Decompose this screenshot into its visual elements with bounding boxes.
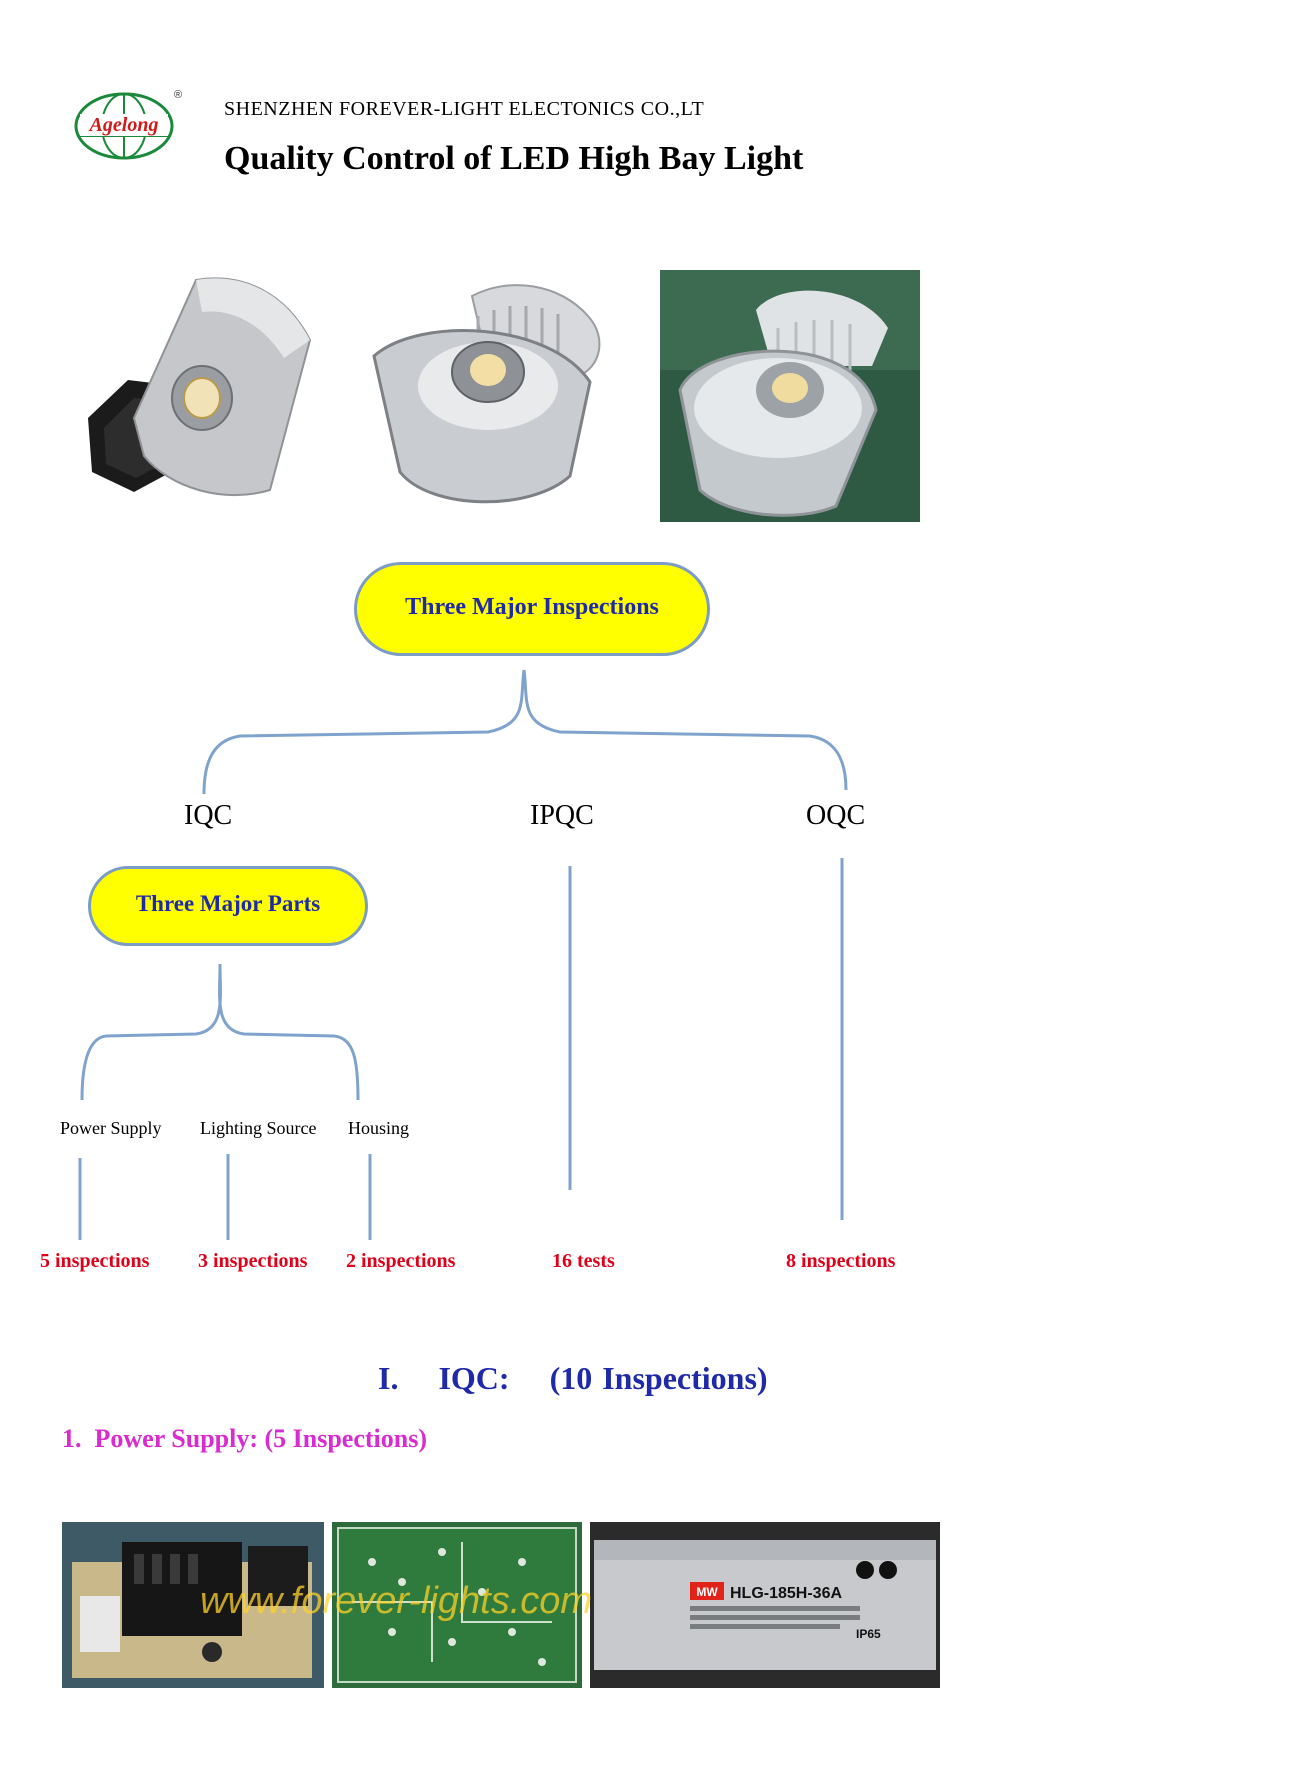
three-major-parts-label: Three Major Parts xyxy=(135,891,321,916)
company-name: SHENZHEN FOREVER-LIGHT ELECTONICS CO.,LT xyxy=(224,98,705,120)
high-bay-light-silver-heatsink-photo xyxy=(360,276,622,520)
meanwell-driver-label-photo: MW HLG-185H-36A IP65 xyxy=(590,1522,940,1688)
lighting-source-count: 3 inspections xyxy=(198,1250,308,1272)
company-logo: Agelong ® xyxy=(72,88,182,160)
iqc-section-heading: I. IQC: (10 Inspections) xyxy=(378,1360,768,1396)
housing-label: Housing xyxy=(348,1118,410,1138)
oqc-count: 8 inspections xyxy=(786,1250,896,1272)
power-supply-count: 5 inspections xyxy=(40,1250,150,1272)
svg-text:MW: MW xyxy=(696,1585,718,1599)
power-supply-subheading: 1. Power Supply: (5 Inspections) xyxy=(62,1424,428,1453)
three-major-parts-node: Three Major Parts xyxy=(88,866,368,946)
svg-text:®: ® xyxy=(174,89,182,101)
svg-text:HLG-185H-36A: HLG-185H-36A xyxy=(730,1585,842,1602)
svg-text:IP65: IP65 xyxy=(856,1627,881,1641)
housing-count: 2 inspections xyxy=(346,1250,456,1272)
lighting-source-label: Lighting Source xyxy=(200,1118,317,1138)
website-watermark: www.forever-lights.com xyxy=(200,1580,593,1622)
document-title: Quality Control of LED High Bay Light xyxy=(224,140,804,177)
power-supply-label: Power Supply xyxy=(60,1118,162,1138)
power-supply-circuit-board-photo xyxy=(332,1522,582,1688)
three-major-inspections-label: Three Major Inspections xyxy=(405,594,659,620)
iqc-label: IQC xyxy=(184,800,233,831)
ipqc-label: IPQC xyxy=(530,800,594,831)
high-bay-light-green-background-photo xyxy=(660,270,920,522)
three-major-inspections-node: Three Major Inspections xyxy=(354,562,710,656)
power-supply-open-frame-photo xyxy=(62,1522,324,1688)
svg-text:Agelong: Agelong xyxy=(88,114,159,136)
oqc-label: OQC xyxy=(806,800,866,831)
ipqc-count: 16 tests xyxy=(552,1250,615,1272)
high-bay-light-black-heatsink-photo xyxy=(74,268,322,518)
